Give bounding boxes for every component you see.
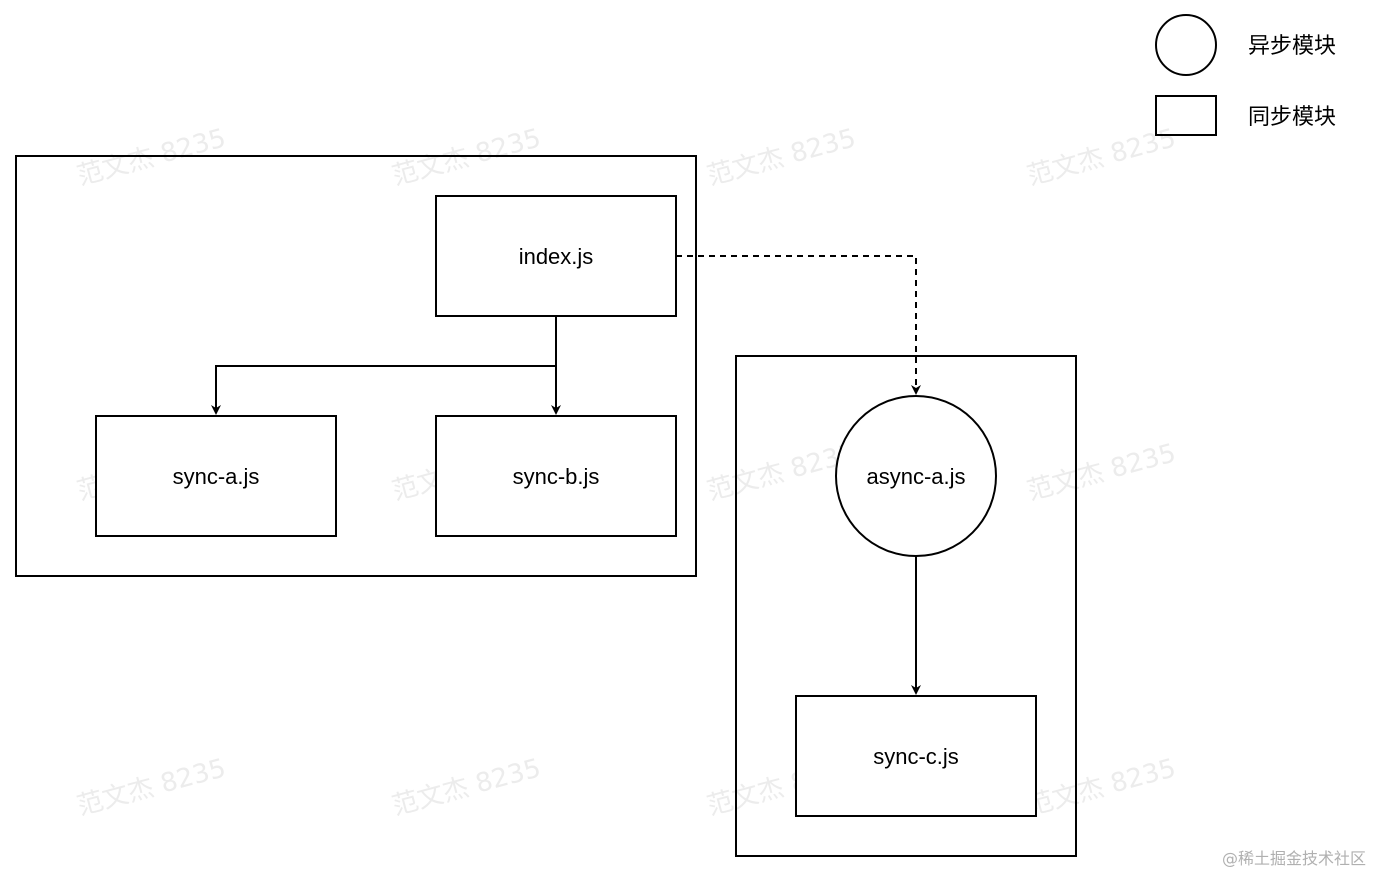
watermark-text: 范文杰 8235 [389,123,544,191]
watermark-text: 范文杰 8235 [704,123,859,191]
node-index-box [435,195,677,317]
connectors [211,255,921,695]
watermark-text: 范文杰 8235 [74,123,229,191]
node-index: index.js [435,195,677,317]
legend-sync-symbol [1155,95,1217,136]
async-chunk-container [735,355,1077,857]
node-async-a: async-a.js [835,395,997,557]
legend-sync-label: 同步模块 [1248,105,1336,130]
legend-async-label: 异步模块 [1248,34,1336,59]
watermark-text: 范文杰 8235 [1024,753,1179,821]
node-sync-a: sync-a.js [95,415,337,537]
node-sync-a-label: sync-a.js [173,464,260,489]
node-sync-c-box [795,695,1037,817]
node-sync-c-label: sync-c.js [873,744,959,769]
watermark-text: 范文杰 8235 [1024,438,1179,506]
node-sync-c: sync-c.js [795,695,1037,817]
node-sync-b: sync-b.js [435,415,677,537]
watermark-text: 范文杰 8235 [389,753,544,821]
watermark-text: 范文杰 8235 [74,753,229,821]
node-sync-b-label: sync-b.js [513,464,600,489]
edge-index-to-async-a [676,255,921,395]
node-sync-a-box [95,415,337,537]
legend: 异步模块 同步模块 [1155,14,1336,136]
node-index-label: index.js [519,244,594,269]
main-chunk-container [15,155,697,577]
node-async-a-circle [835,395,997,557]
site-credit: @稀土掘金技术社区 [1222,849,1366,868]
edge-index-to-sync-a [211,316,557,415]
node-sync-b-box [435,415,677,537]
legend-async-symbol [1155,14,1217,76]
node-async-a-label: async-a.js [866,464,965,489]
